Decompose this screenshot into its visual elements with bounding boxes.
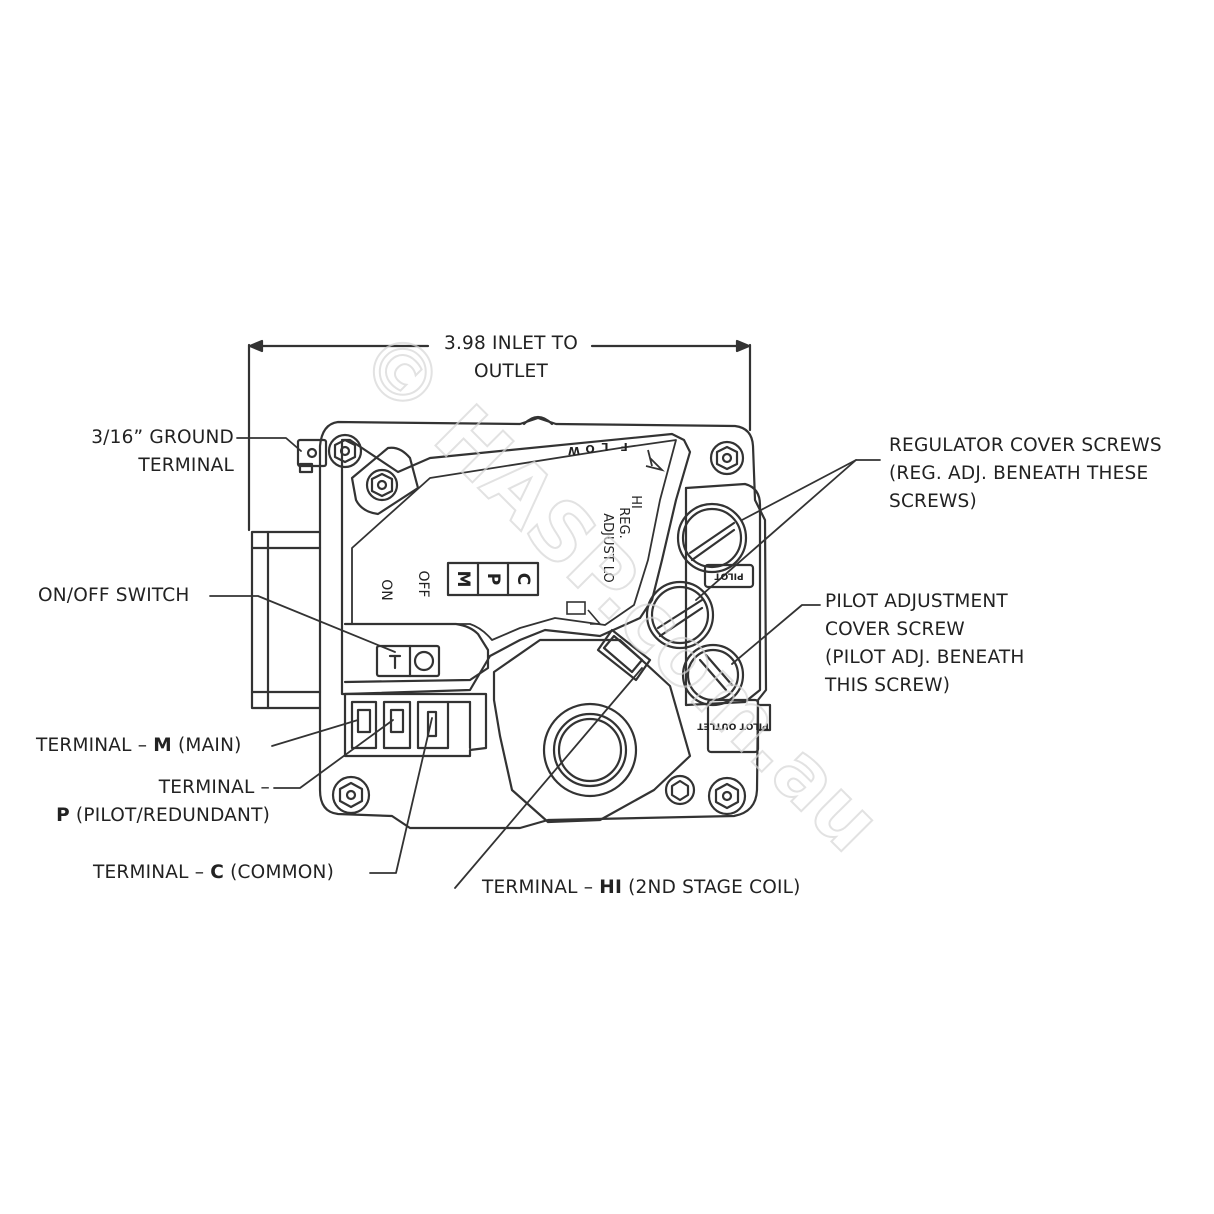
regulator-screws-line-1: REGULATOR COVER SCREWS: [889, 435, 1162, 456]
flow-arrow: [645, 449, 665, 472]
terminal-hi-prefix: TERMINAL –: [482, 877, 600, 898]
pilot-adjustment-line-2: COVER SCREW: [825, 619, 965, 640]
on-mark: ON: [378, 579, 394, 601]
leader-lines: [209, 437, 881, 889]
pilot-tag: PILOT: [714, 571, 744, 581]
flow-letter: L: [601, 440, 608, 453]
terminal-hi-letters: HI: [599, 877, 623, 898]
ground-terminal-line-1: 3/16” GROUND: [91, 427, 234, 448]
on-off-switch[interactable]: [343, 622, 490, 684]
terminal-p-line-2: P (PILOT/REDUNDANT): [20, 802, 270, 830]
terminal-hi-suffix: (2ND STAGE COIL): [622, 877, 801, 898]
terminal-block: [343, 692, 488, 758]
on-off-switch-label: ON/OFF SWITCH: [38, 585, 190, 606]
ground-terminal-tab: [296, 438, 328, 474]
ground-terminal-label: 3/16” GROUND TERMINAL: [40, 424, 234, 480]
adjust-lo-mark: ADJUST LO: [600, 513, 615, 583]
corner-screws: [327, 433, 747, 816]
terminal-c-label: TERMINAL – C (COMMON): [93, 859, 334, 887]
regulator-cover-screws: [645, 502, 748, 650]
terminal-c-letter: C: [210, 862, 225, 883]
pilot-outlet-tag: PILOT OUTLET: [696, 721, 768, 731]
regulator-screws-line-3: SCREWS): [889, 491, 977, 512]
letter-c: C: [513, 573, 533, 585]
ground-terminal-line-2: TERMINAL: [138, 455, 234, 476]
reg-mark: REG.: [616, 507, 631, 538]
pilot-adjustment-line-4: THIS SCREW): [825, 675, 951, 696]
ground-screw-boss: [350, 446, 420, 516]
terminal-letter-box: [446, 561, 540, 597]
letter-m: M: [453, 571, 473, 588]
terminal-m-prefix: TERMINAL –: [36, 735, 154, 756]
inlet-port: [250, 530, 322, 710]
dimension-line-1: 3.98 INLET TO: [443, 333, 578, 354]
terminal-p-line-1: TERMINAL –: [158, 777, 270, 798]
pilot-adjustment-screw: [681, 643, 745, 707]
terminal-p-letter: P: [56, 805, 70, 826]
off-mark: OFF: [415, 570, 431, 597]
terminal-m-label: TERMINAL – M (MAIN): [36, 732, 242, 760]
terminal-m-letter: M: [153, 735, 172, 756]
flow-letter: W: [568, 444, 580, 457]
dimension-label: 3.98 INLET TO OUTLET: [418, 330, 604, 386]
pilot-adjustment-line-3: (PILOT ADJ. BENEATH: [825, 647, 1025, 668]
terminal-hi-label: TERMINAL – HI (2ND STAGE COIL): [482, 874, 801, 902]
outlet-boss: [492, 638, 692, 824]
hi-arrow-mark: [566, 601, 602, 625]
regulator-cover-screws-label: REGULATOR COVER SCREWS (REG. ADJ. BENEAT…: [889, 432, 1162, 516]
dimension-line-2: OUTLET: [474, 361, 548, 382]
inner-panel: [340, 432, 692, 696]
terminal-c-prefix: TERMINAL –: [93, 862, 211, 883]
pilot-adjustment-line-1: PILOT ADJUSTMENT: [825, 591, 1008, 612]
flow-letter: F: [620, 440, 628, 453]
terminal-c-suffix: (COMMON): [224, 862, 334, 883]
flow-text: F L O W: [568, 440, 628, 457]
letter-p: P: [483, 573, 503, 585]
valve-body-outline: [318, 416, 768, 830]
terminal-m-suffix: (MAIN): [171, 735, 242, 756]
terminal-p-suffix: (PILOT/REDUNDANT): [69, 805, 270, 826]
hi-mark: HI: [628, 495, 643, 509]
flow-letter: O: [585, 442, 594, 455]
regulator-screws-line-2: (REG. ADJ. BENEATH THESE: [889, 463, 1149, 484]
terminal-p-label: TERMINAL – P (PILOT/REDUNDANT): [20, 774, 270, 830]
pilot-adjustment-label: PILOT ADJUSTMENT COVER SCREW (PILOT ADJ.…: [825, 588, 1024, 700]
